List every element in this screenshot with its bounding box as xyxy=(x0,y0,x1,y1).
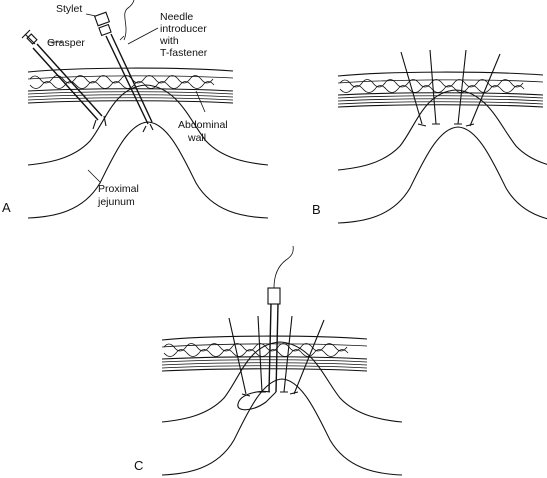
needle-label-line1: Needle xyxy=(160,11,193,23)
needle-label-line4: T-fastener xyxy=(160,47,208,59)
needle-introducer xyxy=(93,11,154,133)
grasper-instrument xyxy=(21,29,107,130)
panel-label-b: B xyxy=(312,202,321,217)
panel-b: B xyxy=(312,49,547,224)
jejunum-label-line2: jejunum xyxy=(97,196,135,208)
abdominal-wall-label-line1: Abdominal xyxy=(178,119,228,131)
guidewire xyxy=(273,245,294,289)
needle-label-line3: with xyxy=(159,35,179,47)
panel-c: C xyxy=(134,245,403,476)
abdominal-wall-label-line2: wall xyxy=(187,132,206,144)
panel-a: Stylet Grasper Needle introducer with T-… xyxy=(2,0,269,219)
grasper-label: Grasper xyxy=(47,37,85,49)
suture-thread xyxy=(123,0,135,41)
panel-label-c: C xyxy=(134,458,143,473)
stylet-label: Stylet xyxy=(56,3,82,15)
panel-label-a: A xyxy=(2,200,11,215)
jejunum-label-line1: Proximal xyxy=(98,183,139,195)
t-fastener-sutures xyxy=(400,49,501,127)
needle-label-line2: introducer xyxy=(160,23,207,35)
